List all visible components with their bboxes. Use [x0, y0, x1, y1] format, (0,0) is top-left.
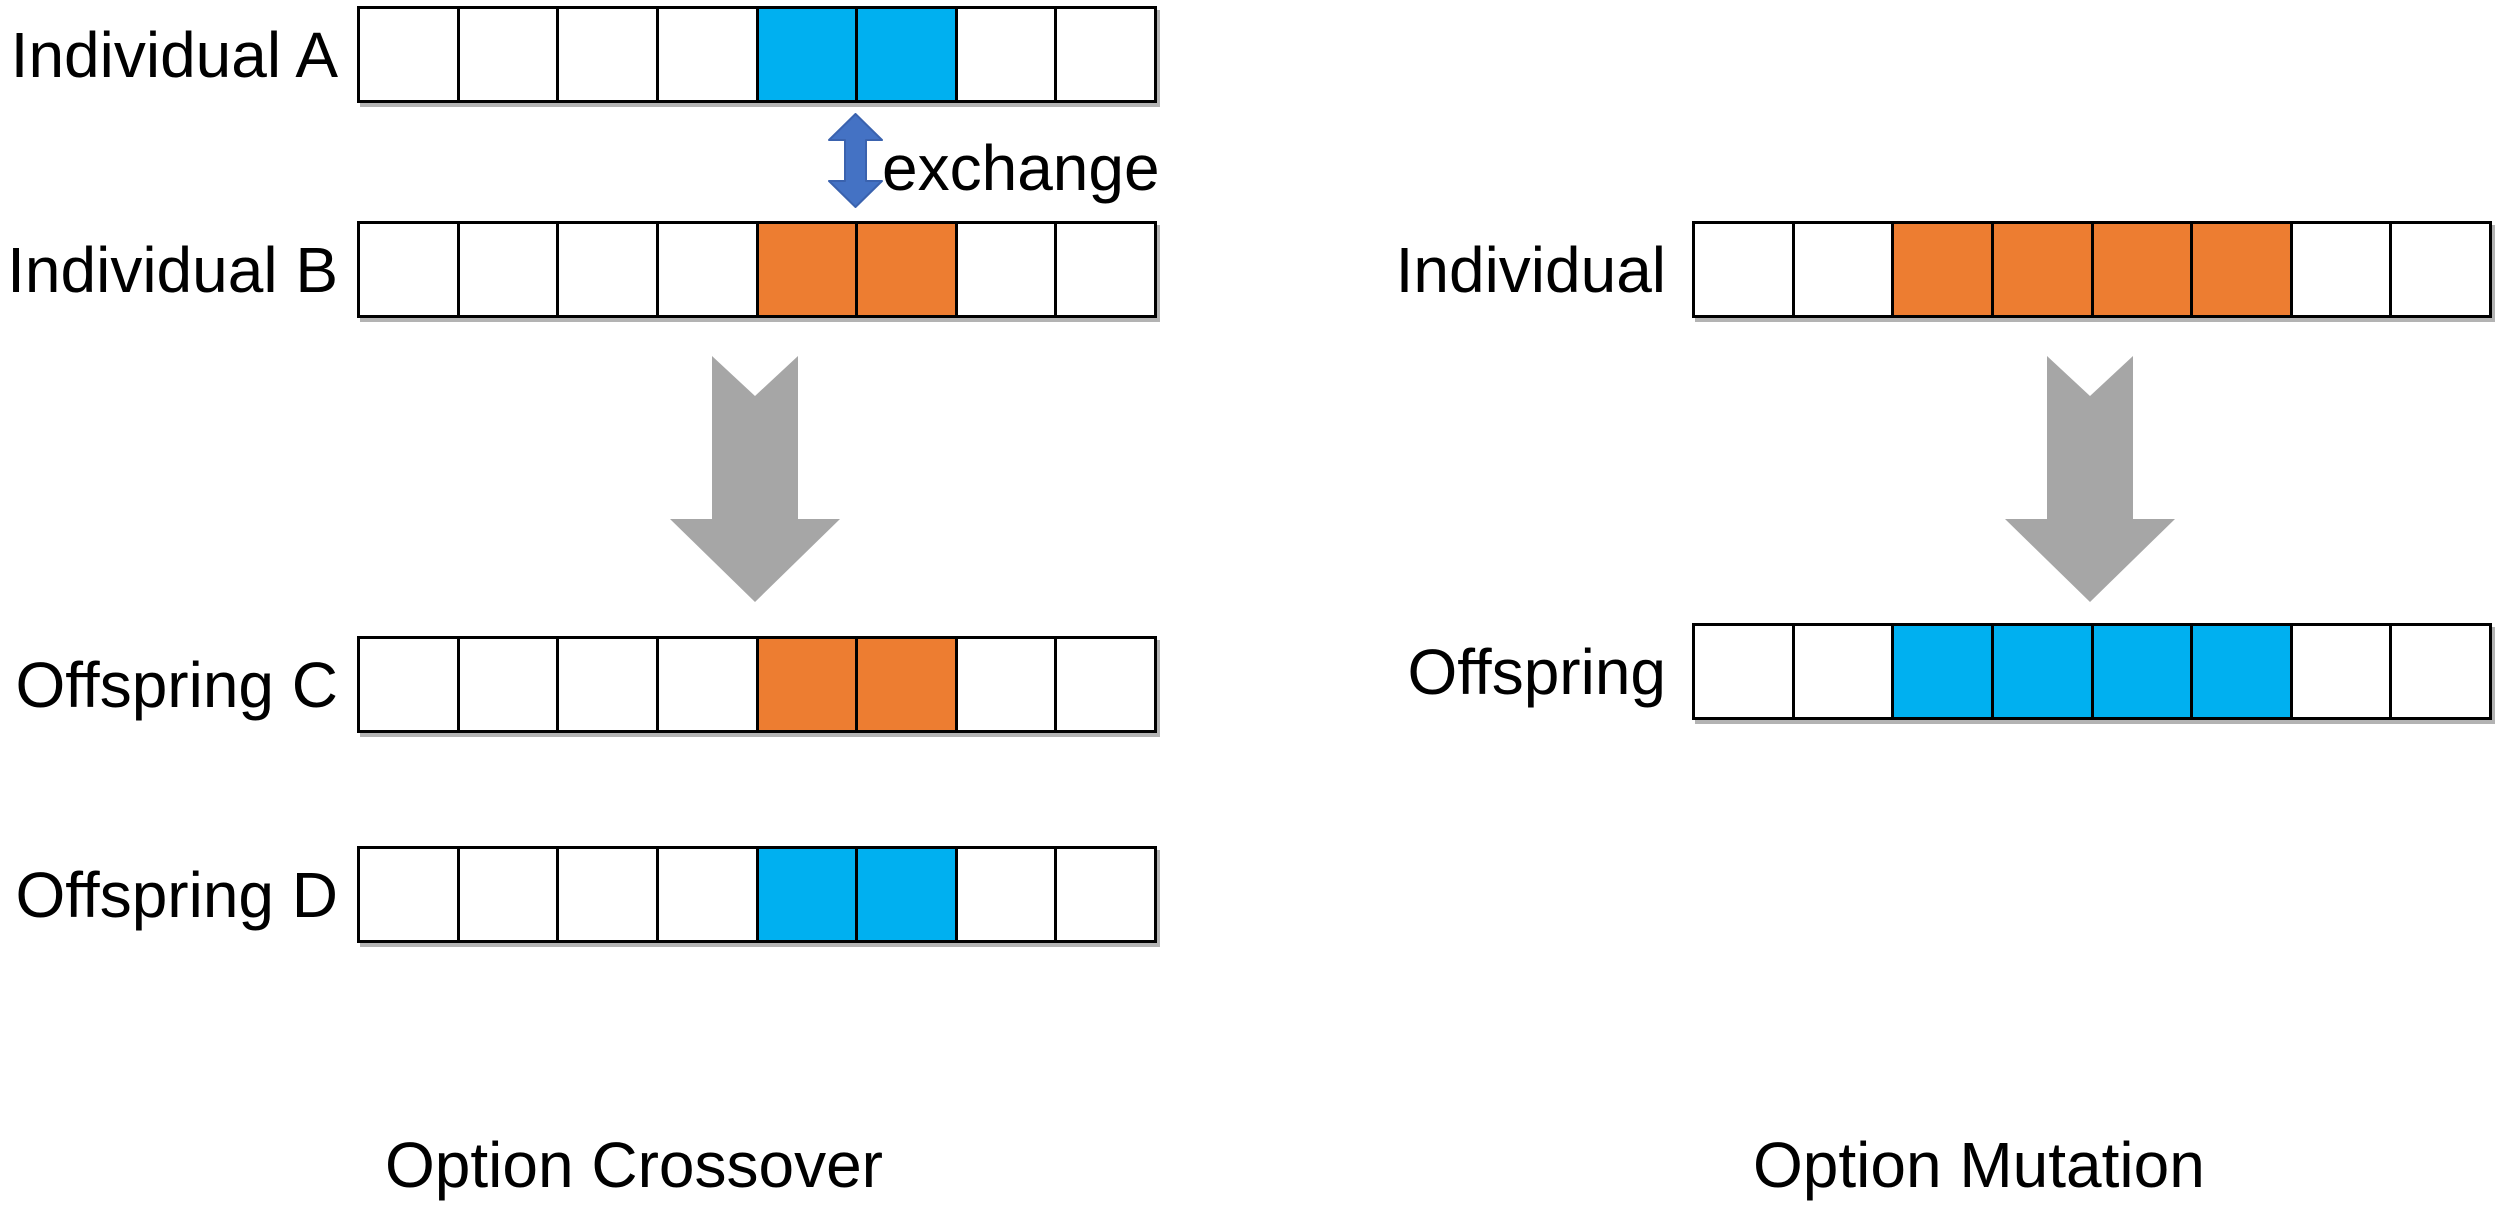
gene-cell-white — [658, 224, 759, 315]
gene-cell-blue — [1894, 626, 1994, 717]
gene-cell-white — [559, 639, 659, 730]
gene-cell-orange — [2193, 224, 2293, 315]
gene-cell-white — [2292, 224, 2393, 315]
gene-cell-white — [1057, 224, 1154, 315]
gene-cell-white — [459, 639, 560, 730]
gene-cell-orange — [1993, 224, 2094, 315]
offspring-c-label: Offspring C — [15, 649, 339, 721]
individual-a-chromosome — [357, 6, 1157, 103]
gene-cell-white — [1695, 626, 1795, 717]
gene-cell-white — [360, 9, 460, 100]
gene-cell-white — [559, 9, 659, 100]
gene-cell-blue — [858, 9, 958, 100]
mutation-offspring-chromosome — [1692, 623, 2492, 720]
gene-cell-blue — [758, 9, 859, 100]
gene-cell-white — [658, 849, 759, 940]
gene-cell-white — [658, 639, 759, 730]
gene-cell-orange — [858, 639, 958, 730]
gene-cell-white — [360, 224, 460, 315]
gene-cell-white — [957, 849, 1058, 940]
gene-cell-white — [1794, 224, 1895, 315]
gene-cell-white — [2292, 626, 2393, 717]
gene-cell-blue — [858, 849, 958, 940]
gene-cell-white — [2392, 626, 2489, 717]
mutation-down-arrow-icon — [2005, 356, 2175, 602]
gene-cell-white — [1057, 849, 1154, 940]
mutation-offspring-label: Offspring — [1407, 636, 1667, 708]
offspring-d-chromosome — [357, 846, 1157, 943]
gene-cell-orange — [2093, 224, 2194, 315]
crossover-down-arrow-icon — [670, 356, 840, 602]
gene-cell-white — [559, 849, 659, 940]
gene-cell-blue — [1993, 626, 2094, 717]
mutation-individual-label: Individual — [1395, 234, 1666, 306]
offspring-c-chromosome — [357, 636, 1157, 733]
gene-cell-white — [1057, 639, 1154, 730]
crossover-caption: Option Crossover — [385, 1129, 883, 1201]
gene-cell-orange — [758, 224, 859, 315]
gene-cell-orange — [758, 639, 859, 730]
individual-b-chromosome — [357, 221, 1157, 318]
exchange-double-arrow-icon — [828, 113, 883, 208]
individual-b-label: Individual B — [7, 234, 338, 306]
gene-cell-blue — [2193, 626, 2293, 717]
gene-cell-blue — [758, 849, 859, 940]
gene-cell-white — [1695, 224, 1795, 315]
offspring-d-label: Offspring D — [15, 859, 339, 931]
individual-a-label: Individual A — [10, 19, 338, 91]
gene-cell-white — [1794, 626, 1895, 717]
gene-cell-white — [459, 849, 560, 940]
mutation-individual-chromosome — [1692, 221, 2492, 318]
gene-cell-white — [658, 9, 759, 100]
gene-cell-white — [459, 224, 560, 315]
gene-cell-white — [957, 224, 1058, 315]
exchange-label: exchange — [882, 132, 1160, 204]
gene-cell-white — [957, 9, 1058, 100]
gene-cell-blue — [2093, 626, 2194, 717]
gene-cell-white — [360, 849, 460, 940]
gene-cell-white — [360, 639, 460, 730]
gene-cell-white — [2392, 224, 2489, 315]
gene-cell-white — [957, 639, 1058, 730]
gene-cell-white — [459, 9, 560, 100]
gene-cell-white — [1057, 9, 1154, 100]
mutation-caption: Option Mutation — [1753, 1129, 2205, 1201]
gene-cell-orange — [858, 224, 958, 315]
gene-cell-orange — [1894, 224, 1994, 315]
gene-cell-white — [559, 224, 659, 315]
